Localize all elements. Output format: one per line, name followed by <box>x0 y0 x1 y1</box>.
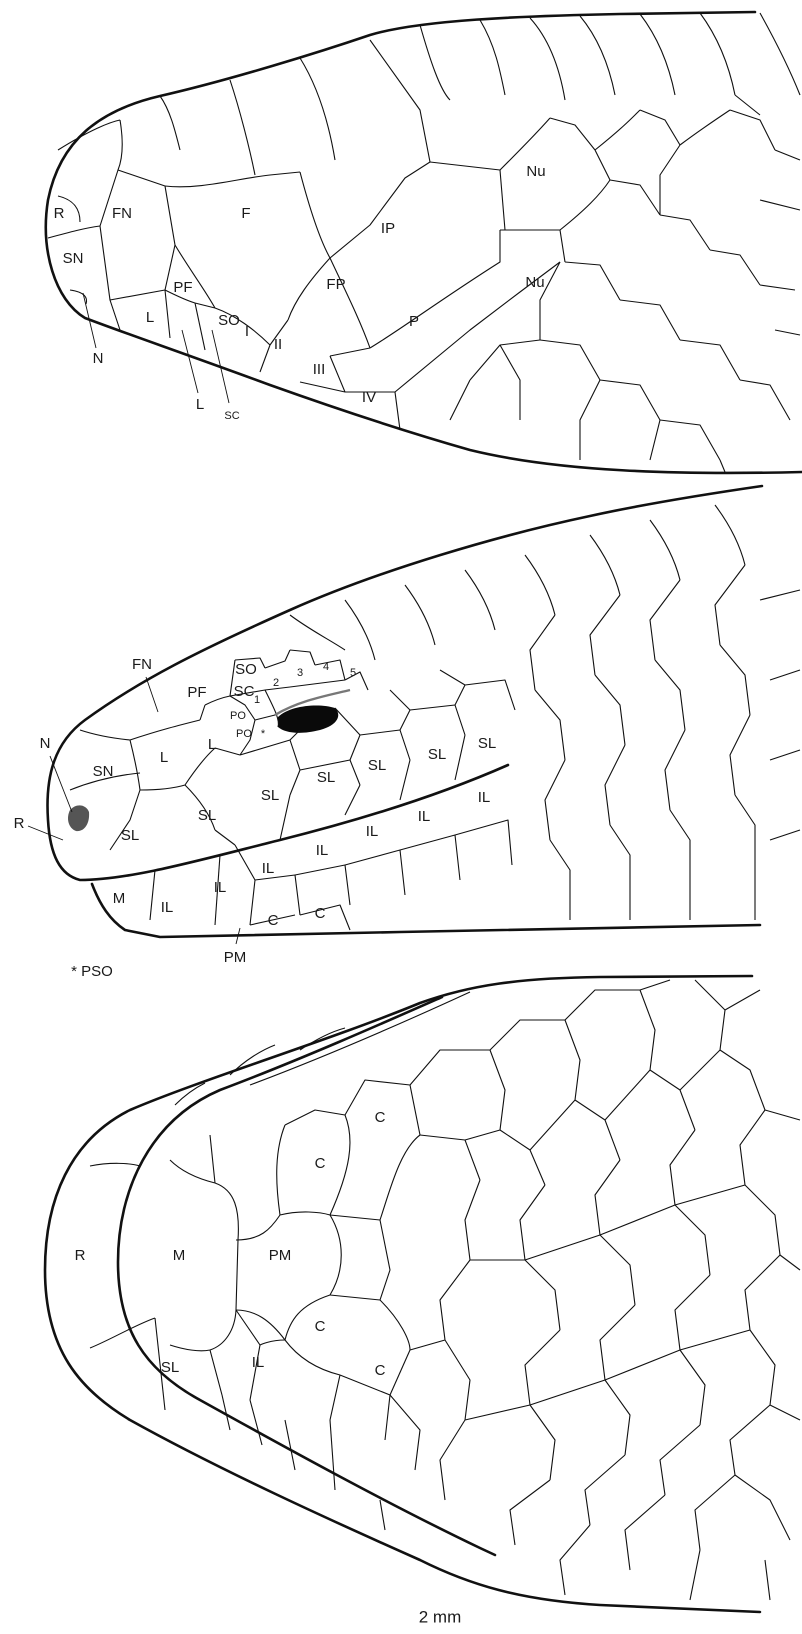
label-supralabial-3: SL <box>261 787 279 804</box>
label-rostral-ventral: R <box>75 1247 86 1264</box>
label-frontal: F <box>241 205 250 222</box>
label-pso-marker: * <box>261 728 266 740</box>
label-supralabial-6: SL <box>428 746 446 763</box>
label-infralabial-6: IL <box>418 808 431 825</box>
label-frontonasal-lateral: FN <box>132 656 152 673</box>
ventral-labial-stripe <box>250 992 470 1085</box>
label-supralabial-4: SL <box>317 769 335 786</box>
label-chin-shield-lateral-2: C <box>315 905 326 922</box>
label-prefrontal-lateral: PF <box>187 684 206 701</box>
label-supraocular-lateral: SO <box>235 661 257 678</box>
label-chin-shield-ventral-3: C <box>315 1318 326 1335</box>
label-nasal-lateral: N <box>40 735 51 752</box>
label-chin-shield-ventral-4: C <box>375 1362 386 1379</box>
label-infralabial-ventral: IL <box>252 1354 265 1371</box>
label-supraocular-ii: II <box>274 336 282 353</box>
label-mental-lateral: M <box>113 890 126 907</box>
label-loreal-second: L <box>196 396 204 413</box>
label-supranasal: SN <box>63 250 84 267</box>
ventral-scale-lines <box>90 980 800 1600</box>
label-supraocular-iv: IV <box>362 389 376 406</box>
leader-loreal-second <box>182 330 198 393</box>
label-supraciliary-lateral: SC <box>234 683 255 700</box>
label-supralabial-2: SL <box>198 807 216 824</box>
label-interparietal: IP <box>381 220 395 237</box>
label-supraciliary-5: 5 <box>350 667 356 679</box>
label-chin-shield-lateral-1: C <box>268 912 279 929</box>
label-supraciliary-3: 3 <box>297 667 303 679</box>
ventral-view-panel: R M PM SL IL C C C C <box>45 976 800 1612</box>
label-postmental-lateral: PM <box>224 949 247 966</box>
label-supralabial-5: SL <box>368 757 386 774</box>
label-parietal: P <box>409 313 419 330</box>
label-supraocular-i: I <box>245 323 249 340</box>
label-infralabial-4: IL <box>316 842 329 859</box>
label-supraciliary: SC <box>224 410 239 422</box>
label-nuchal-lower: Nu <box>525 274 544 291</box>
label-supralabial-7: SL <box>478 735 496 752</box>
label-loreal-lateral-2: L <box>208 736 216 753</box>
leader-nasal-lateral <box>50 756 72 812</box>
label-infralabial-7: IL <box>478 789 491 806</box>
label-frontonasal: FN <box>112 205 132 222</box>
label-nasal: N <box>93 350 104 367</box>
label-nuchal-upper: Nu <box>526 163 545 180</box>
label-frontoparietal: FP <box>326 276 345 293</box>
label-loreal-lateral-1: L <box>160 749 168 766</box>
label-chin-shield-ventral-2: C <box>315 1155 326 1172</box>
footnote-pso: * PSO <box>71 963 113 980</box>
label-supraciliary-2: 2 <box>273 677 279 689</box>
label-prefrontal: PF <box>173 279 192 296</box>
label-supraocular: SO <box>218 312 240 329</box>
label-preocular-lower: PO <box>236 728 252 740</box>
label-supralabial-ventral: SL <box>161 1359 179 1376</box>
label-chin-shield-ventral-1: C <box>375 1109 386 1126</box>
dorsal-scale-lines <box>48 13 800 472</box>
label-rostral-lateral: R <box>14 815 25 832</box>
lateral-head-outline <box>47 486 762 880</box>
scale-bar-label: 2 mm <box>419 1607 462 1626</box>
label-loreal: L <box>146 309 154 326</box>
ventral-inner-outline <box>118 997 495 1555</box>
label-rostral: R <box>54 205 65 222</box>
dorsal-view-panel: R FN SN F IP FP P PF L SO I II III IV Nu… <box>46 12 802 473</box>
label-infralabial-5: IL <box>366 823 379 840</box>
dorsal-labels: R FN SN F IP FP P PF L SO I II III IV Nu… <box>54 163 546 422</box>
label-supralabial-1: SL <box>121 827 139 844</box>
label-supraciliary-1: 1 <box>254 694 260 706</box>
leader-frontonasal-lateral <box>146 677 158 712</box>
label-infralabial-3: IL <box>262 860 275 877</box>
label-supraciliary-4: 4 <box>323 661 329 673</box>
label-supraocular-iii: III <box>313 361 326 378</box>
label-infralabial-1: IL <box>161 899 174 916</box>
leader-supraciliary <box>212 330 229 403</box>
label-infralabial-2: IL <box>214 879 227 896</box>
leader-rostral-lateral <box>28 826 63 840</box>
label-preocular-upper: PO <box>230 710 246 722</box>
label-supranasal-lateral: SN <box>93 763 114 780</box>
label-postmental-ventral: PM <box>269 1247 292 1264</box>
label-mental-ventral: M <box>173 1247 186 1264</box>
lateral-jaw-outline <box>92 884 760 937</box>
dorsal-head-outline <box>46 12 802 473</box>
lateral-view-panel: FN N R SN PF SO 2 3 4 5 SC 1 PO PO * L L… <box>14 486 800 980</box>
ventral-labels: R M PM SL IL C C C C <box>75 1109 386 1379</box>
